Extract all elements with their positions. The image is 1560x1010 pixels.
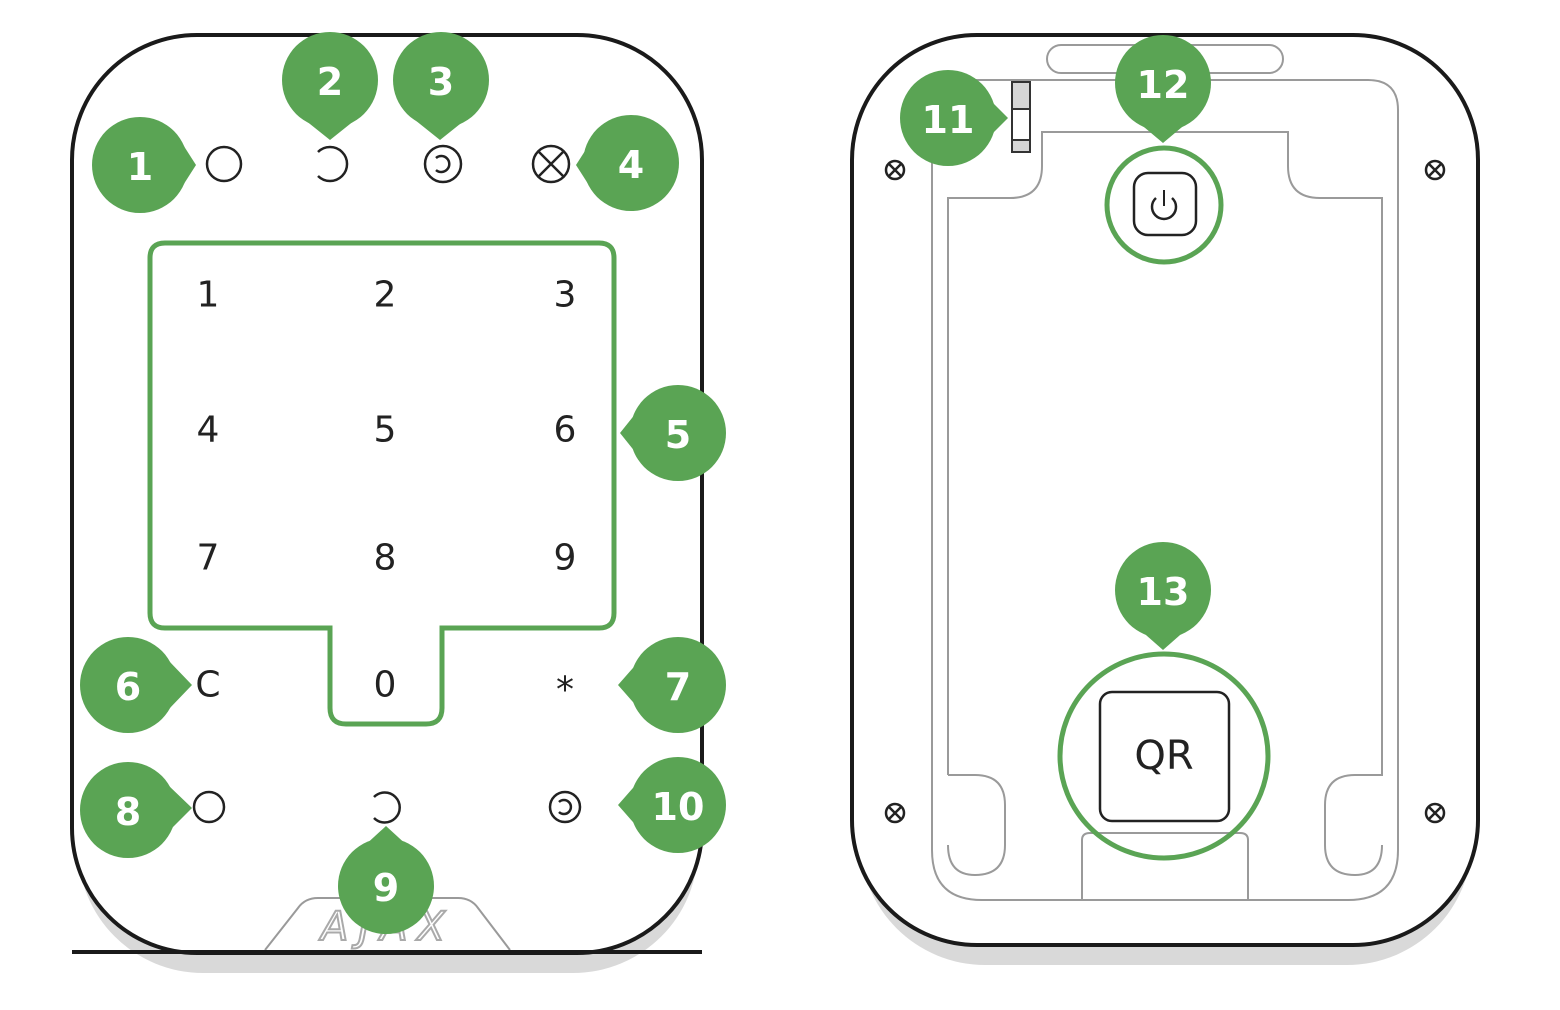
keypad-area xyxy=(147,240,617,727)
screw-icon xyxy=(1424,802,1446,824)
callout-10: 10 xyxy=(618,757,726,853)
bottom-tab xyxy=(1081,832,1249,900)
back-body xyxy=(850,33,1480,947)
front-panel: AJAX 1 2 3 4 5 6 7 8 9 0 C * xyxy=(70,33,704,973)
callout-7: 7 xyxy=(618,637,726,733)
key-0[interactable]: 0 xyxy=(374,665,397,706)
callout-5: 5 xyxy=(620,385,726,481)
callout-13: 13 xyxy=(1115,542,1211,650)
svg-text:7: 7 xyxy=(665,665,691,709)
target-icon[interactable] xyxy=(548,790,582,824)
key-7[interactable]: 7 xyxy=(197,538,220,579)
callout-6: 6 xyxy=(80,637,192,733)
tamper-switch xyxy=(1011,81,1031,153)
callout-3: 3 xyxy=(393,32,489,140)
svg-text:10: 10 xyxy=(652,785,705,829)
key-2[interactable]: 2 xyxy=(374,275,397,316)
svg-text:8: 8 xyxy=(115,790,141,834)
target-icon xyxy=(423,144,463,184)
svg-text:9: 9 xyxy=(373,866,399,910)
key-clear[interactable]: C xyxy=(195,665,220,706)
qr-label: QR xyxy=(1134,733,1193,779)
qr-highlight xyxy=(1057,651,1271,861)
back-panel: QR xyxy=(850,33,1480,965)
key-4[interactable]: 4 xyxy=(197,410,220,451)
inner-frame xyxy=(947,131,1383,877)
callout-4: 4 xyxy=(576,115,679,211)
circle-icon[interactable] xyxy=(192,790,226,824)
key-6[interactable]: 6 xyxy=(554,410,577,451)
keypad: 1 2 3 4 5 6 7 8 9 0 C * xyxy=(195,275,576,711)
screw-icon xyxy=(1424,159,1446,181)
key-3[interactable]: 3 xyxy=(554,275,577,316)
screw-icon xyxy=(884,802,906,824)
key-9[interactable]: 9 xyxy=(554,538,577,579)
svg-text:2: 2 xyxy=(317,60,343,104)
power-icon xyxy=(1150,190,1178,221)
key-8[interactable]: 8 xyxy=(374,538,397,579)
key-function[interactable]: * xyxy=(556,670,574,711)
svg-text:3: 3 xyxy=(428,60,454,104)
svg-text:6: 6 xyxy=(115,665,141,709)
callout-11: 11 xyxy=(900,70,1008,166)
svg-text:4: 4 xyxy=(618,143,644,187)
callouts: 1 2 3 4 5 6 7 8 9 10 11 12 13 xyxy=(80,32,1211,934)
arc-icon[interactable] xyxy=(373,791,401,824)
svg-text:11: 11 xyxy=(922,98,975,142)
circle-icon xyxy=(205,145,243,183)
cross-circle-icon xyxy=(531,144,571,184)
svg-text:5: 5 xyxy=(665,413,691,457)
svg-text:13: 13 xyxy=(1137,570,1190,614)
svg-text:12: 12 xyxy=(1137,63,1190,107)
callout-2: 2 xyxy=(282,32,378,140)
arc-icon xyxy=(317,145,349,183)
power-button[interactable] xyxy=(1132,171,1198,237)
power-button-highlight xyxy=(1104,145,1224,265)
screw-icon xyxy=(884,159,906,181)
callout-9: 9 xyxy=(338,826,434,934)
svg-text:1: 1 xyxy=(127,145,153,189)
callout-8: 8 xyxy=(80,762,192,858)
callout-12: 12 xyxy=(1115,35,1211,143)
key-1[interactable]: 1 xyxy=(197,275,220,316)
callout-1: 1 xyxy=(92,117,196,213)
qr-code xyxy=(1098,690,1231,823)
key-5[interactable]: 5 xyxy=(374,410,397,451)
